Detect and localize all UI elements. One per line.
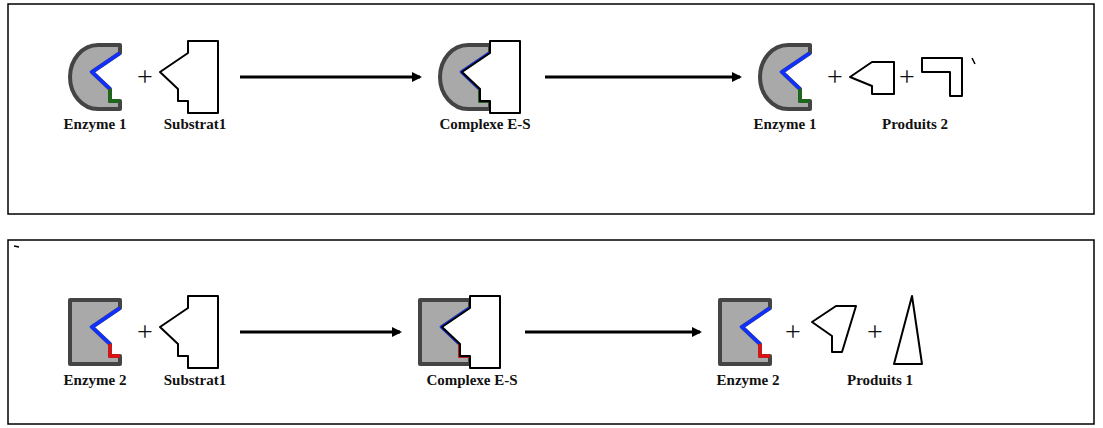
plus-sign: +	[785, 317, 801, 348]
plus-sign: +	[827, 62, 843, 93]
panel-frame	[8, 240, 1094, 424]
plus-sign: +	[899, 62, 915, 93]
part-label: Enzyme 2	[64, 372, 127, 389]
part-label: Substrat1	[164, 116, 227, 133]
part-label: Enzyme 2	[717, 372, 780, 389]
part-label: Substrat1	[164, 372, 227, 389]
part-label: Enzyme 1	[754, 116, 817, 133]
part-label: Enzyme 1	[64, 116, 127, 133]
plus-sign: +	[137, 317, 153, 348]
part-label: Produits 2	[882, 116, 948, 133]
panel-frame	[8, 4, 1094, 214]
plus-sign: +	[867, 317, 883, 348]
plus-sign: +	[137, 62, 153, 93]
part-label: Complexe E-S	[426, 372, 517, 389]
part-label: Complexe E-S	[439, 116, 530, 133]
part-label: Produits 1	[847, 372, 913, 389]
